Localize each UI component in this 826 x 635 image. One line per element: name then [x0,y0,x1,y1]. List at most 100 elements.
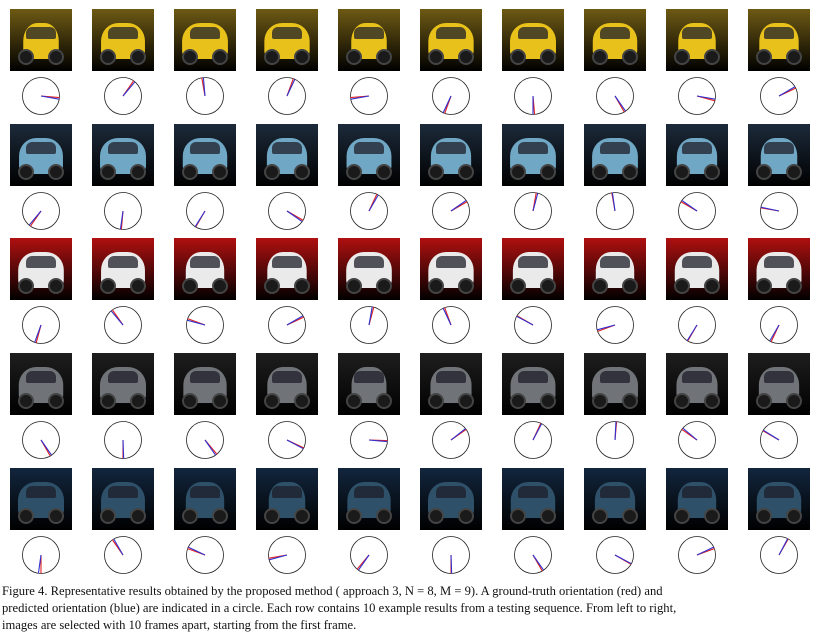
dark-grey-coupe-thumbnail [666,353,728,415]
dark-grey-coupe-thumbnail [10,353,72,415]
predicted-orientation-line [611,192,616,212]
predicted-orientation-line [686,324,698,341]
orientation-circle [186,421,224,459]
orientation-dial [22,77,60,115]
dark-grey-coupe-thumbnail [502,353,564,415]
white-concept-car-thumbnail [420,238,482,300]
yellow-compact-car-thumbnail [10,9,72,71]
predicted-orientation-line [119,210,124,230]
orientation-dial [514,77,552,115]
orientation-dial [350,421,388,459]
orientation-circle [22,306,60,344]
predicted-orientation-line [532,554,545,571]
light-blue-compact-car-thumbnail [666,124,728,186]
orientation-dial [186,306,224,344]
caption-line-3: images are selected with 10 frames apart… [2,618,357,632]
predicted-orientation-line [286,315,304,326]
orientation-dial [596,192,634,230]
orientation-circle [514,192,552,230]
predicted-orientation-line [769,324,780,342]
orientation-dial [678,77,716,115]
white-concept-car-thumbnail [256,238,318,300]
predicted-orientation-line [350,95,370,100]
orientation-circle [268,306,306,344]
orientation-circle [268,192,306,230]
orientation-dial [186,77,224,115]
orientation-dial [350,306,388,344]
orientation-circle [104,192,142,230]
caption-line-2: predicted orientation (blue) are indicat… [2,601,677,615]
yellow-compact-car-thumbnail [338,9,400,71]
dark-grey-coupe-thumbnail [92,353,154,415]
figure-caption: Figure 4. Representative results obtaine… [2,583,826,634]
orientation-circle [760,421,798,459]
dark-grey-coupe-thumbnail [338,353,400,415]
white-concept-car-thumbnail [502,238,564,300]
predicted-orientation-line [202,77,206,97]
orientation-dial [268,306,306,344]
orientation-circle [760,192,798,230]
orientation-circle [432,306,470,344]
orientation-circle [432,421,470,459]
predicted-orientation-line [286,78,296,97]
predicted-orientation-line [696,546,715,556]
dark-grey-coupe-thumbnail [748,353,810,415]
predicted-orientation-line [778,538,789,556]
predicted-orientation-line [40,95,60,100]
white-concept-car-thumbnail [584,238,646,300]
orientation-circle [268,77,306,115]
orientation-circle [22,192,60,230]
orientation-dial [596,306,634,344]
orientation-dial [104,421,142,459]
dark-grey-coupe-thumbnail [584,353,646,415]
orientation-dial [514,306,552,344]
predicted-orientation-line [110,310,124,326]
orientation-dial [596,536,634,574]
dark-blue-concept-car-thumbnail [256,468,318,530]
white-concept-car-thumbnail [174,238,236,300]
white-concept-car-thumbnail [666,238,728,300]
predicted-orientation-line [450,428,466,441]
light-blue-compact-car-thumbnail [10,124,72,186]
predicted-orientation-line [682,427,698,441]
orientation-dial [22,421,60,459]
orientation-circle [268,536,306,574]
orientation-dial [350,192,388,230]
predicted-orientation-line [122,81,136,97]
dark-blue-concept-car-thumbnail [420,468,482,530]
dark-blue-concept-car-thumbnail [666,468,728,530]
light-blue-compact-car-thumbnail [256,124,318,186]
dark-grey-coupe-thumbnail [420,353,482,415]
white-concept-car-thumbnail [748,238,810,300]
orientation-dial [268,421,306,459]
light-blue-compact-car-thumbnail [420,124,482,186]
predicted-orientation-line [187,546,206,556]
orientation-circle [268,421,306,459]
orientation-dial [432,192,470,230]
orientation-dial [186,536,224,574]
predicted-orientation-line [268,554,288,561]
predicted-orientation-line [778,86,796,97]
orientation-dial [678,421,716,459]
light-blue-compact-car-thumbnail [748,124,810,186]
dark-blue-concept-car-thumbnail [584,468,646,530]
orientation-dial [104,536,142,574]
predicted-orientation-line [286,439,304,450]
yellow-compact-car-thumbnail [748,9,810,71]
light-blue-compact-car-thumbnail [338,124,400,186]
dark-blue-concept-car-thumbnail [338,468,400,530]
orientation-circle [596,421,634,459]
orientation-circle [104,536,142,574]
predicted-orientation-line [204,439,217,456]
orientation-dial [104,306,142,344]
orientation-dial [678,192,716,230]
orientation-circle [760,77,798,115]
orientation-dial [760,306,798,344]
orientation-dial [104,77,142,115]
white-concept-car-thumbnail [338,238,400,300]
yellow-compact-car-thumbnail [502,9,564,71]
orientation-dial [104,192,142,230]
orientation-dial [678,306,716,344]
dark-blue-concept-car-thumbnail [10,468,72,530]
orientation-circle [678,306,716,344]
